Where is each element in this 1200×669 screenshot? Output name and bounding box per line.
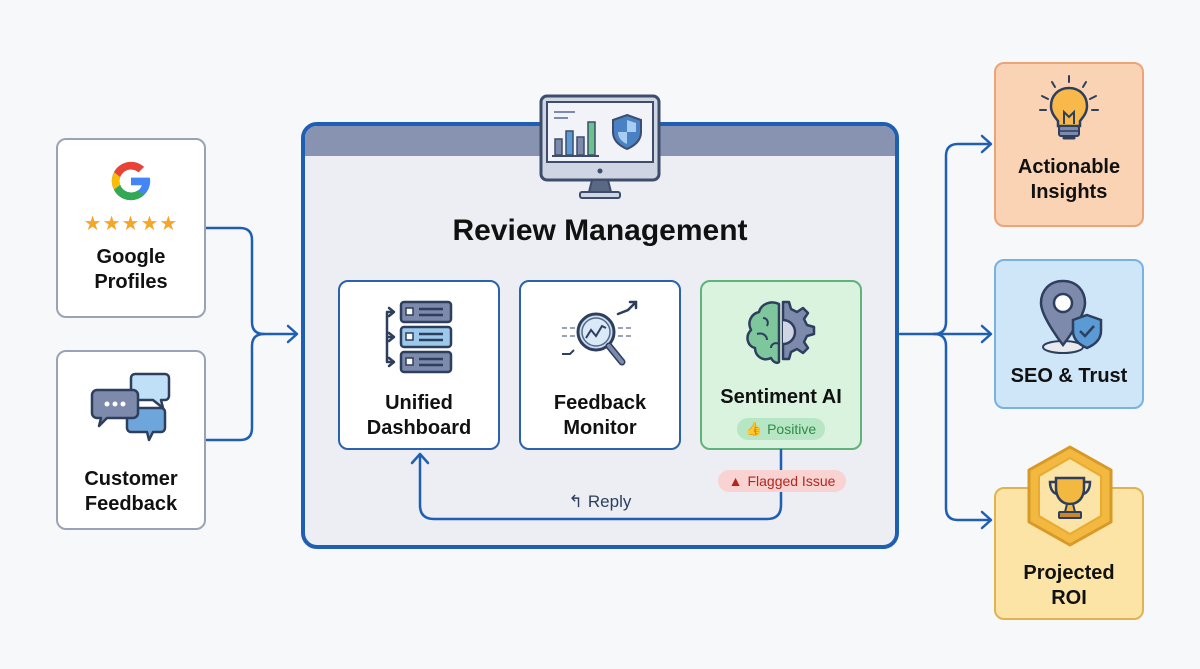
reply-arrow-icon: ↰: [568, 492, 583, 511]
arrowhead-roi: [980, 510, 993, 530]
thumbs-up-icon: 👍: [745, 421, 763, 436]
lightbulb-icon: [1039, 75, 1099, 140]
output-label: SEO & Trust: [1010, 365, 1128, 387]
flagged-issue-badge: ▲ Flagged Issue: [718, 470, 846, 492]
map-pin-shield-icon: [1039, 279, 1103, 354]
hub-title: Review Management: [452, 214, 748, 247]
trophy-icon: [1027, 445, 1113, 547]
rating-stars: ★★★★★: [83, 213, 179, 235]
arrowhead-seo: [980, 324, 993, 344]
magnifier-trend-icon: [562, 300, 638, 366]
reply-label: ↰ Reply: [568, 492, 632, 511]
google-logo-icon: [111, 161, 151, 201]
output-seo-trust[interactable]: SEO & Trust: [994, 259, 1144, 409]
module-sentiment-ai[interactable]: Sentiment AI 👍 Positive: [700, 280, 862, 450]
arrowhead-insights: [980, 134, 993, 154]
module-label: Sentiment AI: [720, 386, 842, 408]
brain-gear-icon: [746, 300, 816, 365]
connector-out-roi: [932, 332, 992, 522]
arrowhead-main: [286, 324, 299, 344]
positive-badge: 👍 Positive: [737, 418, 825, 440]
connector-feedback: [204, 332, 266, 442]
warning-icon: ▲: [728, 473, 743, 489]
chat-bubbles-icon: [90, 372, 171, 442]
monitor-chart-shield-icon: [539, 94, 661, 199]
server-stack-icon: [385, 300, 453, 374]
